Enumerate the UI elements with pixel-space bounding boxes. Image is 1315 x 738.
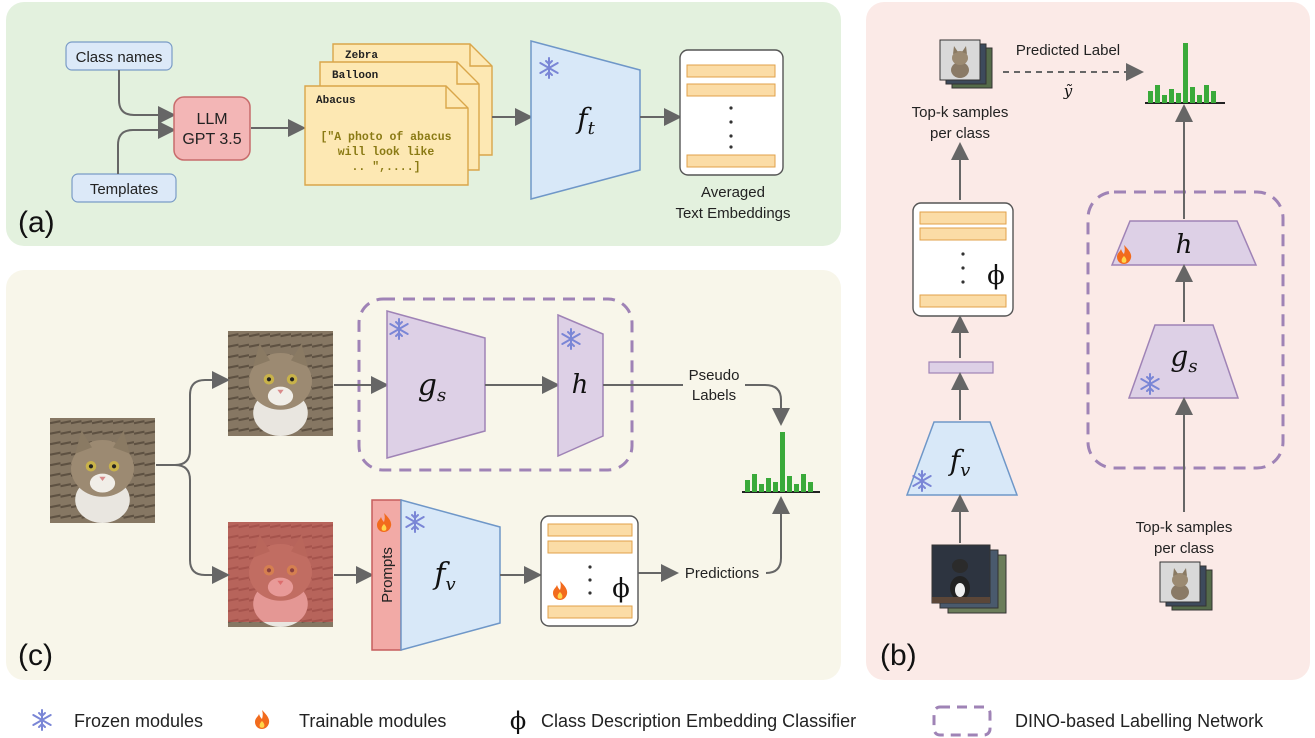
- pseudo-labels-line2: Labels: [692, 387, 736, 404]
- histogram-b: [1145, 43, 1225, 104]
- llm-line2: GPT 3.5: [182, 131, 241, 148]
- vision-encoder-fv-b: [905, 421, 1019, 496]
- pseudo-labels-line1: Pseudo: [689, 367, 740, 384]
- input-cat-image: [50, 418, 155, 523]
- h-b-label: h: [1176, 230, 1193, 260]
- class-names-label: Class names: [76, 49, 163, 66]
- panel-b-tag: (b): [880, 639, 917, 672]
- classifier-box-c: [540, 515, 639, 627]
- text-encoder-ft: [530, 40, 641, 200]
- predicted-label-text: Predicted Label: [1016, 42, 1120, 59]
- card-balloon-label: Balloon: [332, 70, 378, 82]
- head-h-b: [1110, 220, 1258, 266]
- note-card-abacus: Abacus ["A photo of abacus will look lik…: [304, 85, 469, 186]
- predictions-to-hist-arrow: [765, 496, 790, 574]
- legend-frozen-label: Frozen modules: [74, 711, 203, 731]
- predicted-sample-stack: [939, 39, 993, 89]
- prompts-label: Prompts: [379, 547, 396, 603]
- backbone-gs: [386, 310, 486, 459]
- prompt-line1: ["A photo of abacus: [320, 131, 451, 144]
- vision-encoder-fv: [400, 499, 501, 651]
- dino-dashed-box-b: [1086, 190, 1285, 470]
- legend-snowflake-icon: [32, 709, 52, 731]
- histogram-c: [742, 432, 820, 493]
- h-label: h: [572, 370, 589, 400]
- topk-bottom-line2: per class: [1154, 540, 1214, 557]
- templates-box: [71, 173, 177, 203]
- prompt-line3: .. ",....]: [351, 161, 420, 174]
- topk-sample-stack-b: [1159, 561, 1213, 611]
- legend-phi-symbol: ϕ: [510, 707, 526, 735]
- card-abacus-label: Abacus: [316, 95, 356, 107]
- legend-classifier-label: Class Description Embedding Classifier: [541, 711, 856, 731]
- y-tilde-label: ỹ: [1063, 82, 1073, 100]
- text-embeddings-box: [679, 49, 784, 176]
- embeddings-label-line1: Averaged: [701, 184, 765, 201]
- panel-b-background: [866, 2, 1310, 680]
- head-h: [557, 313, 604, 458]
- legend-dino-label: DINO-based Labelling Network: [1015, 711, 1264, 731]
- legend-dashed-box-icon: [932, 705, 992, 737]
- templates-arrow: [117, 121, 176, 174]
- legend-fire-icon: [255, 710, 270, 729]
- topk-top-line1: Top-k samples: [912, 104, 1009, 121]
- predictions-label: Predictions: [685, 565, 759, 582]
- feature-vector: [928, 361, 994, 374]
- legend: Frozen modules Trainable modules ϕ Class…: [32, 705, 1264, 737]
- prompt-line2: will look like: [338, 146, 435, 159]
- class-names-arrow: [118, 70, 176, 124]
- panel-c-tag: (c): [18, 639, 53, 672]
- classifier-phi-c: ϕ: [612, 574, 630, 604]
- llm-box: [173, 96, 251, 161]
- weak-aug-cat-image: [228, 331, 333, 436]
- templates-label: Templates: [90, 181, 158, 198]
- card-zebra-label: Zebra: [345, 50, 378, 62]
- panel-b: (b) Predicted Label ỹ Top-k samples per …: [866, 2, 1310, 680]
- topk-bottom-line1: Top-k samples: [1136, 519, 1233, 536]
- topk-top-line2: per class: [930, 125, 990, 142]
- input-to-weak-arrow: [156, 371, 230, 466]
- panel-a: (a) Class names Templates LLM GPT 3.5 Ze…: [6, 2, 841, 246]
- strong-aug-cat-image: [228, 522, 333, 627]
- llm-line1: LLM: [196, 111, 227, 128]
- classifier-box-b: [912, 202, 1014, 317]
- panel-a-tag: (a): [18, 206, 55, 239]
- classifier-phi-b: ϕ: [987, 261, 1005, 291]
- embeddings-label-line2: Text Embeddings: [675, 205, 790, 222]
- panel-c: (c) gs h Pseudo Labels: [6, 270, 841, 680]
- legend-trainable-label: Trainable modules: [299, 711, 446, 731]
- input-to-strong-arrow: [174, 464, 230, 584]
- pseudo-to-hist-arrow: [745, 384, 790, 426]
- input-image-stack-b: [931, 544, 1007, 614]
